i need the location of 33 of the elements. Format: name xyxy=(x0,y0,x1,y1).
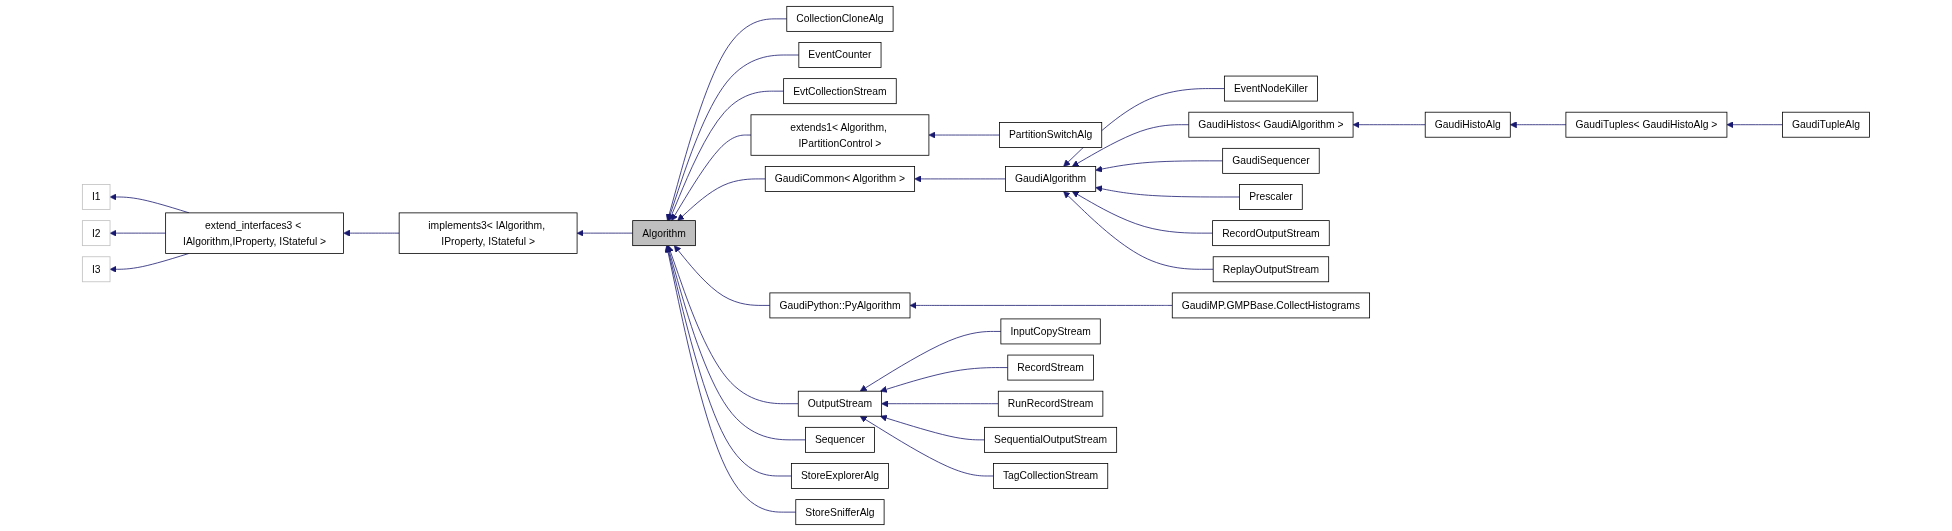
node-box: SequentialOutputStream xyxy=(984,426,1118,453)
node-box: RecordStream xyxy=(1007,354,1094,381)
node-box: RecordOutputStream xyxy=(1212,220,1330,247)
node-box: CollectionCloneAlg xyxy=(786,5,894,32)
node-box: StoreSnifferAlg xyxy=(795,499,885,526)
node-box: GaudiAlgorithm xyxy=(1005,166,1097,192)
node-box: GaudiSequencer xyxy=(1222,147,1320,174)
node-box: Algorithm xyxy=(632,220,696,247)
node-box: RunRecordStream xyxy=(997,390,1104,417)
node-box: Sequencer xyxy=(805,426,875,453)
node-box: EventCounter xyxy=(798,42,882,68)
node-box: GaudiPython::PyAlgorithm xyxy=(769,292,911,319)
node-box: EventNodeKiller xyxy=(1224,75,1318,102)
node-box: PartitionSwitchAlg xyxy=(999,122,1103,148)
node-box: GaudiTuples< GaudiHistoAlg > xyxy=(1565,111,1728,138)
node-box: I3 xyxy=(82,256,111,283)
node-box: Prescaler xyxy=(1239,184,1303,210)
node-box: GaudiHistoAlg xyxy=(1424,111,1511,138)
node-box: GaudiTupleAlg xyxy=(1782,111,1870,138)
node-box: OutputStream xyxy=(797,390,883,417)
node-box: GaudiCommon< Algorithm > xyxy=(764,166,916,192)
node-box: I1 xyxy=(82,184,111,210)
node-box: I2 xyxy=(82,220,111,247)
node-box: TagCollectionStream xyxy=(993,463,1109,489)
node-box: EvtCollectionStream xyxy=(783,78,897,105)
node-box: implements3< IAlgorithm, IProperty, IStateful > xyxy=(398,212,578,254)
node-box: GaudiMP.GMPBase.CollectHistograms xyxy=(1171,292,1371,319)
node-box: GaudiHistos< GaudiAlgorithm > xyxy=(1188,111,1354,138)
node-box: InputCopyStream xyxy=(1000,318,1101,345)
node-box: extends1< Algorithm, IPartitionControl > xyxy=(750,114,930,156)
node-box: StoreExplorerAlg xyxy=(791,463,889,489)
node-box: extend_interfaces3 < IAlgorithm,IProperty, IStateful > xyxy=(165,212,344,254)
node-box: ReplayOutputStream xyxy=(1212,256,1330,283)
